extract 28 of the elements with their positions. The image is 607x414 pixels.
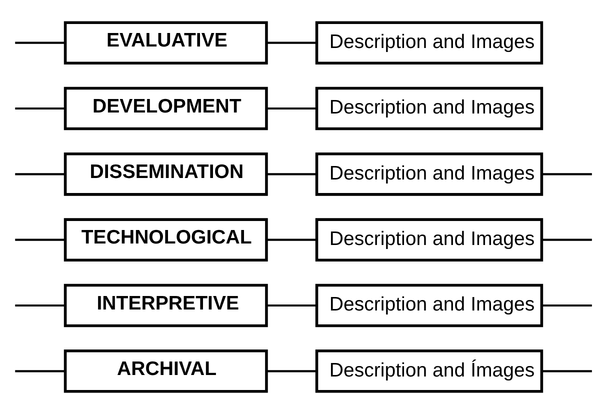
node-box: DISSEMINATION [64,152,268,196]
connector [266,370,317,372]
node-box: Description and Images [315,152,544,196]
node-box: Description and Images [315,284,544,328]
connector [15,42,66,44]
node-box: Description and Images [315,21,544,64]
connector [15,107,66,110]
connector [266,238,317,241]
connector [266,107,317,110]
node-box: TECHNOLOGICAL [64,218,268,262]
connector [266,173,317,176]
connector [15,238,66,241]
node-box: ARCHIVAL [64,350,268,393]
node-box: Description and Images [315,218,544,262]
connector [542,370,592,372]
connector [542,238,592,241]
node-box: Description and Ímages [315,350,544,393]
connector [542,304,592,307]
connector [542,173,592,176]
node-box: DEVELOPMENT [64,86,268,130]
connector [266,42,317,44]
node-box: Description and Images [315,86,544,130]
node-box: INTERPRETIVE [64,284,268,328]
connector [15,304,66,307]
node-box: EVALUATIVE [64,21,268,64]
connector [15,370,66,372]
connector [15,173,66,176]
connector [266,304,317,307]
